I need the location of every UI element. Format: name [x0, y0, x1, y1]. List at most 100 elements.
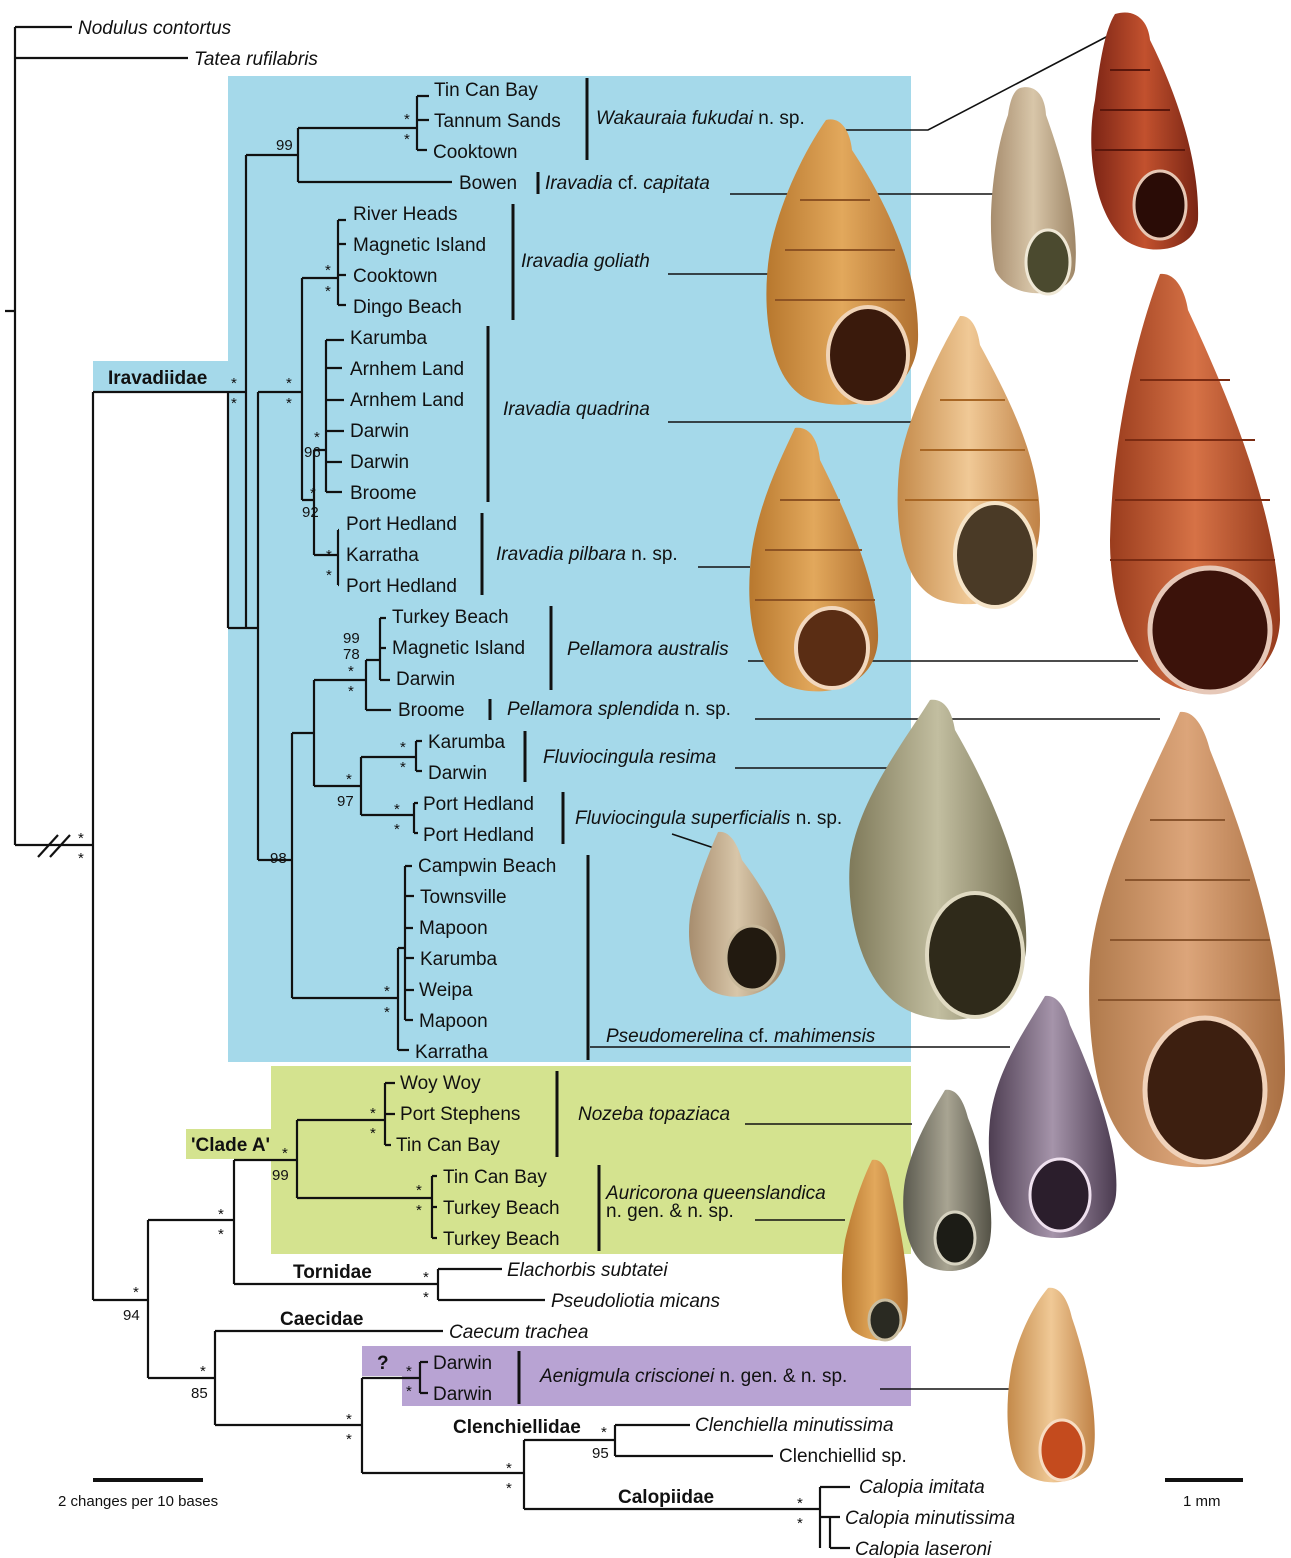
- tip-label: Port Hedland: [423, 794, 534, 815]
- support-value: 95: [592, 1445, 609, 1462]
- tip-label: Darwin: [433, 1353, 492, 1374]
- tip-label: Darwin: [350, 452, 409, 473]
- clade-a-box: [271, 1066, 911, 1254]
- tip-label: Tin Can Bay: [396, 1135, 500, 1156]
- support-value: *: [282, 1145, 288, 1162]
- support-value: 85: [191, 1385, 208, 1402]
- support-value: 99: [276, 137, 293, 154]
- tip-label: Cooktown: [433, 142, 518, 163]
- shell-scale-label: 1 mm: [1183, 1493, 1221, 1510]
- tip-label: Karumba: [420, 949, 498, 970]
- tip-label: Arnhem Land: [350, 359, 464, 380]
- support-value: *: [370, 1125, 376, 1142]
- support-value: *: [797, 1495, 803, 1512]
- tip-label: Port Hedland: [423, 825, 534, 846]
- clade-label-question: ?: [377, 1353, 389, 1374]
- support-value: 99: [343, 630, 360, 647]
- support-value: *: [400, 739, 406, 756]
- support-value: *: [416, 1202, 422, 1219]
- tip-label: Cooktown: [353, 266, 438, 287]
- clade-label-calopiidae: Calopiidae: [618, 1487, 714, 1508]
- support-value: 78: [343, 646, 360, 663]
- tip-label: Pseudoliotia micans: [551, 1291, 720, 1312]
- clade-label-iravadiidae: Iravadiidae: [108, 368, 207, 389]
- support-value: *: [400, 759, 406, 776]
- support-value: *: [423, 1289, 429, 1306]
- tip-label: Arnhem Land: [350, 390, 464, 411]
- tip-label: River Heads: [353, 204, 458, 225]
- tip-label: Campwin Beach: [418, 856, 556, 877]
- shell-auricorona: [903, 1090, 991, 1271]
- shell-capitata: [991, 87, 1076, 294]
- species-label-australis: Pellamora australis: [567, 639, 729, 660]
- tip-label: Mapoon: [419, 1011, 488, 1032]
- support-value: *: [406, 1363, 412, 1380]
- tip-label: Karumba: [350, 328, 428, 349]
- outgroup-label: Nodulus contortus: [78, 18, 232, 39]
- species-label-superficialis: Fluviocingula superficialis n. sp.: [575, 808, 842, 829]
- support-value: *: [416, 1182, 422, 1199]
- support-value: *: [286, 375, 292, 392]
- tip-label: Mapoon: [419, 918, 488, 939]
- tip-label: Karumba: [428, 732, 506, 753]
- species-label-nozeba: Nozeba topaziaca: [578, 1104, 730, 1125]
- support-value: *: [326, 567, 332, 584]
- support-value: *: [231, 395, 237, 412]
- support-value: *: [310, 485, 316, 502]
- shell-australis: [1110, 274, 1280, 693]
- tip-label: Elachorbis subtatei: [507, 1260, 668, 1281]
- support-value: 96: [304, 444, 321, 461]
- tip-label: Port Hedland: [346, 576, 457, 597]
- tip-label: Calopia minutissima: [845, 1508, 1015, 1529]
- support-value: 92: [302, 504, 319, 521]
- species-label-auricorona-suffix: n. gen. & n. sp.: [606, 1201, 734, 1222]
- support-value: *: [423, 1269, 429, 1286]
- support-value: *: [394, 821, 400, 838]
- tip-label: Darwin: [350, 421, 409, 442]
- tip-label: Broome: [350, 483, 417, 504]
- tip-label: Tannum Sands: [434, 111, 561, 132]
- tip-label: Townsville: [420, 887, 507, 908]
- species-label-mahimensis: Pseudomerelina cf. mahimensis: [606, 1026, 876, 1047]
- tip-label: Darwin: [428, 763, 487, 784]
- species-label-capitata: Iravadia cf. capitata: [545, 173, 710, 194]
- support-value: *: [231, 375, 237, 392]
- species-label-resima: Fluviocingula resima: [543, 747, 716, 768]
- support-value: *: [348, 663, 354, 680]
- shell-wakauraia: [1091, 12, 1198, 249]
- tree-scale-bar: 2 changes per 10 bases: [58, 1480, 218, 1510]
- clade-label-clade-a: 'Clade A': [191, 1135, 270, 1156]
- species-label-aenigmula: Aenigmula criscionei n. gen. & n. sp.: [539, 1366, 847, 1387]
- tip-label: Karratha: [415, 1042, 488, 1063]
- support-value: *: [325, 283, 331, 300]
- tip-label: Port Stephens: [400, 1104, 520, 1125]
- support-value: *: [348, 683, 354, 700]
- tip-label: Turkey Beach: [443, 1198, 560, 1219]
- support-value: 98: [270, 850, 287, 867]
- support-value: *: [325, 262, 331, 279]
- tip-label: Broome: [398, 700, 465, 721]
- shell-splendida: [1089, 712, 1285, 1167]
- tip-label: Magnetic Island: [392, 638, 525, 659]
- clade-label-clenchiellidae: Clenchiellidae: [453, 1417, 581, 1438]
- support-value: *: [404, 111, 410, 128]
- species-label-wakauraia: Wakauraia fukudai n. sp.: [596, 108, 805, 129]
- shell-aenigmula: [1007, 1288, 1094, 1483]
- support-value: *: [346, 771, 352, 788]
- tip-label: Magnetic Island: [353, 235, 486, 256]
- support-value: *: [78, 850, 84, 867]
- outgroup-label: Tatea rufilabris: [194, 49, 318, 70]
- tip-label: Darwin: [396, 669, 455, 690]
- support-value: *: [346, 1411, 352, 1428]
- tip-label: Dingo Beach: [353, 297, 462, 318]
- support-value: *: [384, 1004, 390, 1021]
- support-value: *: [404, 131, 410, 148]
- support-value: *: [346, 1431, 352, 1448]
- shell-quadrina: [898, 316, 1040, 607]
- support-value: *: [78, 830, 84, 847]
- tip-label: Clenchiella minutissima: [695, 1415, 894, 1436]
- tip-label: Karratha: [346, 545, 419, 566]
- clade-label-caecidae: Caecidae: [280, 1309, 363, 1330]
